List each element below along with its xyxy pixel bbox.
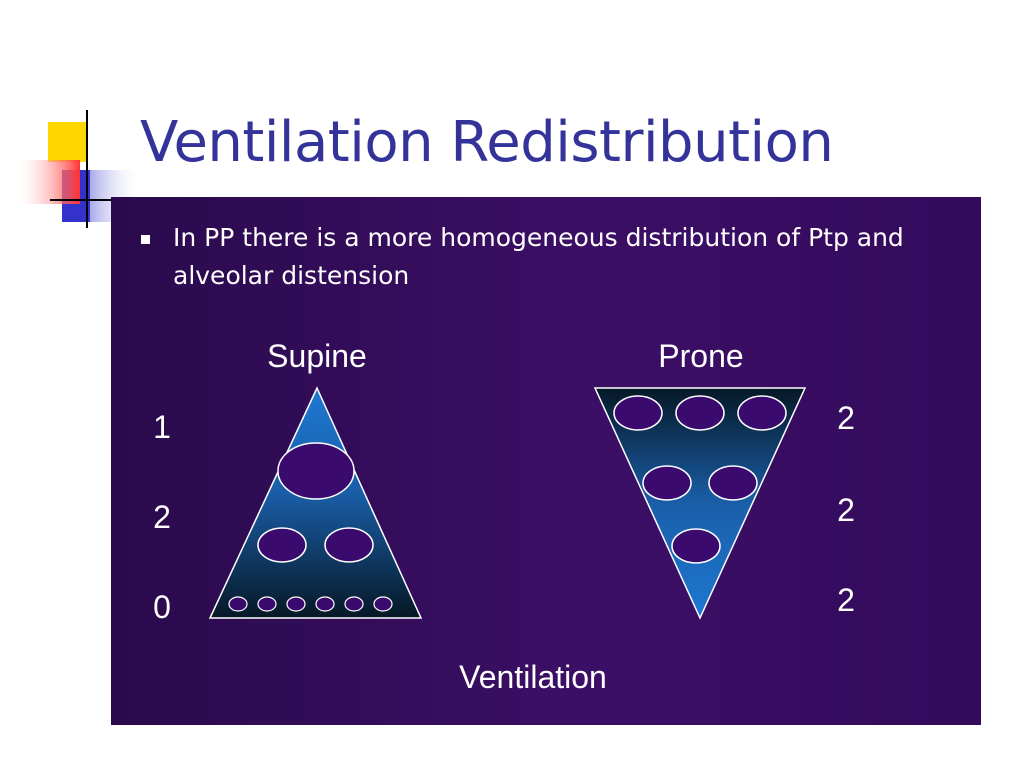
diagram-caption: Ventilation — [459, 659, 607, 695]
prone-level-label: 2 — [837, 492, 855, 528]
supine-alveolus-medium — [324, 527, 374, 563]
supine-alveolus-small — [373, 596, 393, 612]
slide-logo-decoration — [14, 110, 142, 228]
slide-title: Ventilation Redistribution — [140, 110, 834, 175]
prone-alveolus — [613, 395, 663, 431]
prone-alveolus — [708, 465, 758, 501]
supine-alveolus-small — [315, 596, 335, 612]
prone-label: Prone — [658, 338, 743, 374]
supine-alveolus-medium — [257, 527, 307, 563]
prone-level-label: 2 — [837, 400, 855, 436]
prone-alveolus — [642, 465, 692, 501]
prone-lung-triangle — [593, 387, 807, 620]
supine-level-label: 0 — [153, 589, 171, 625]
bullet-marker — [141, 235, 150, 244]
supine-alveolus-small — [257, 596, 277, 612]
supine-label: Supine — [267, 338, 367, 374]
supine-level-label: 2 — [153, 499, 171, 535]
supine-alveolus-large — [277, 442, 355, 500]
prone-level-label: 2 — [837, 582, 855, 618]
supine-alveolus-small — [228, 596, 248, 612]
prone-alveolus — [675, 395, 725, 431]
ventilation-diagram: Supine 1 2 0 Prone 2 2 2 — [153, 338, 855, 695]
supine-lung-triangle — [208, 386, 423, 619]
bullet-text: In PP there is a more homogeneous distri… — [173, 223, 904, 290]
supine-level-label: 1 — [153, 409, 171, 445]
supine-alveolus-small — [286, 596, 306, 612]
prone-alveolus — [671, 528, 721, 564]
supine-alveolus-small — [344, 596, 364, 612]
content-panel: In PP there is a more homogeneous distri… — [111, 197, 981, 725]
prone-alveolus — [737, 395, 787, 431]
